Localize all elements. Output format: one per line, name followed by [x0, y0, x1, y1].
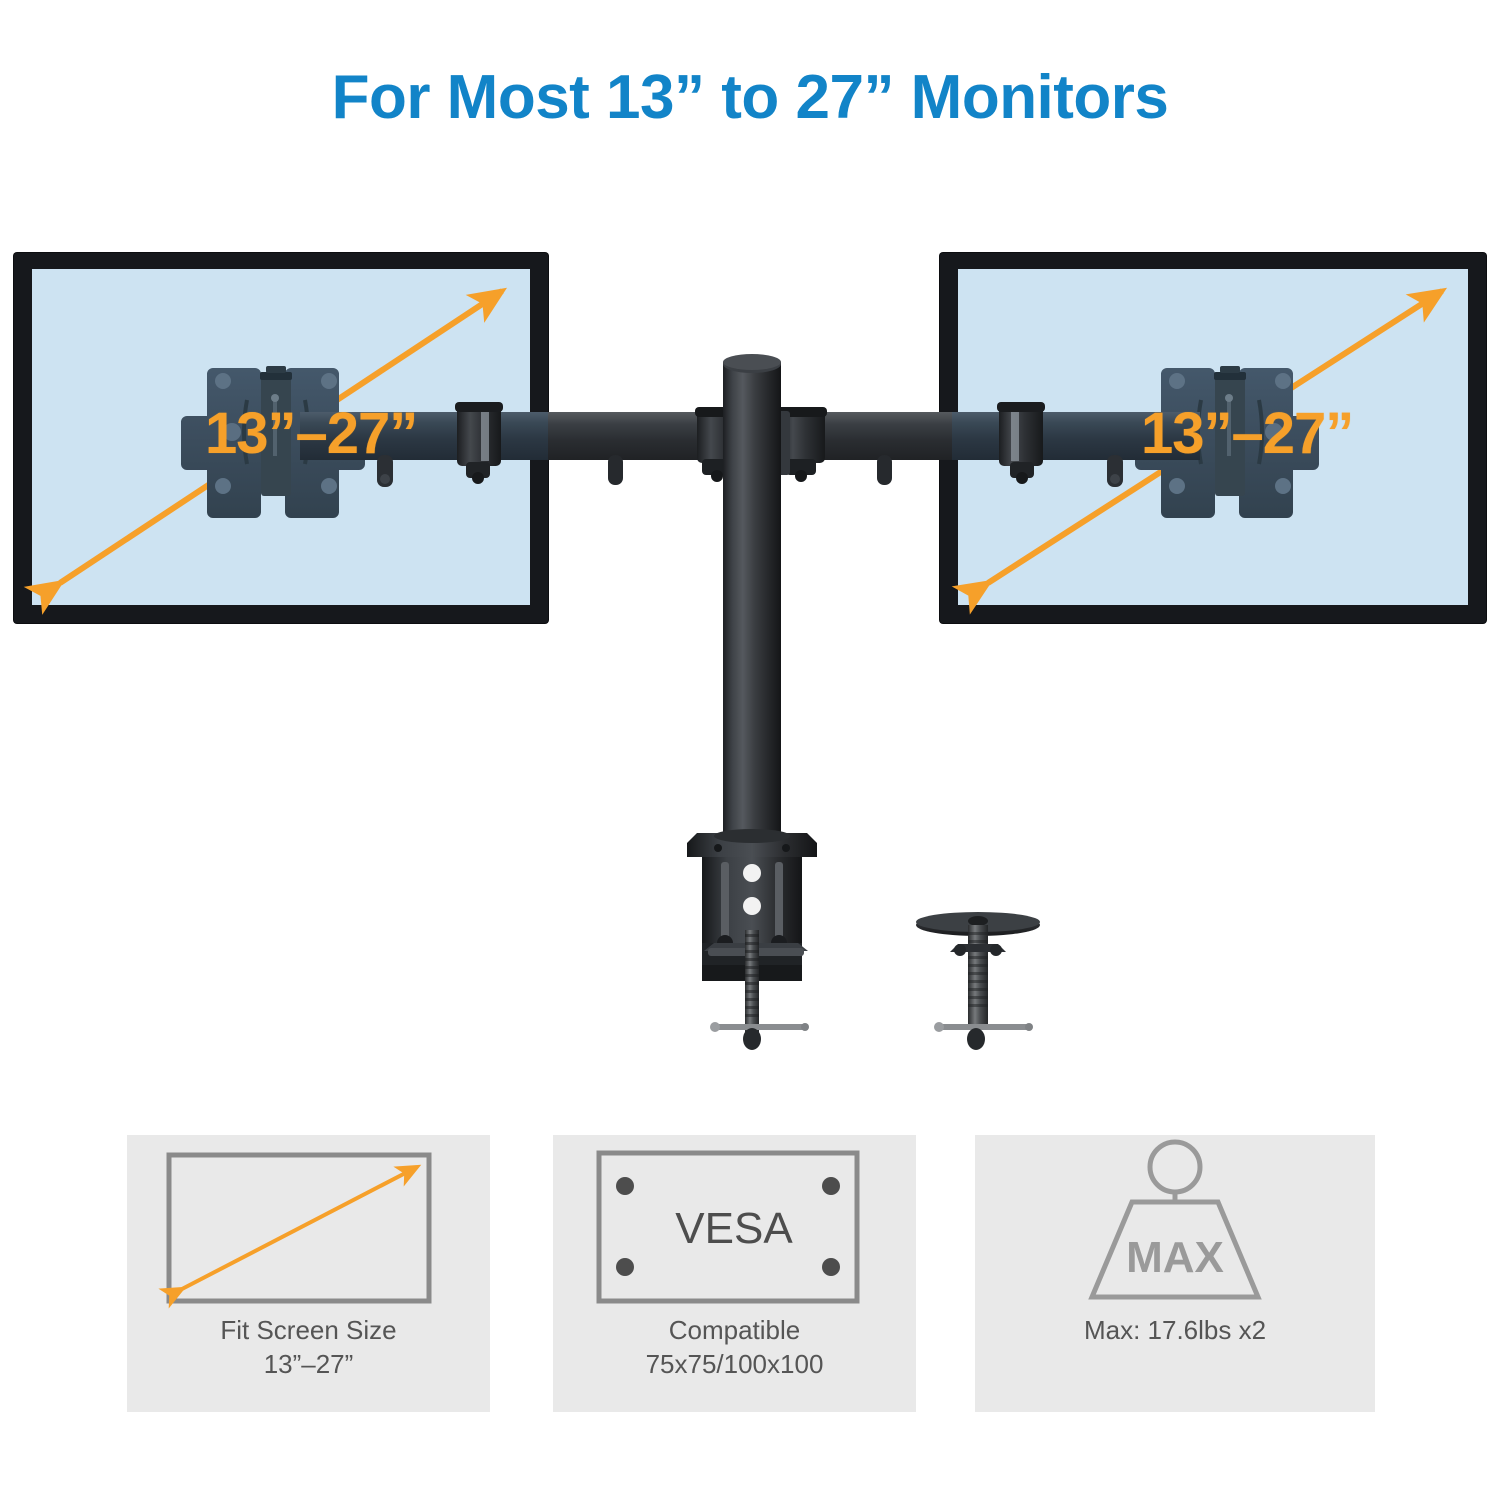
c-clamp-base: [687, 829, 817, 1050]
arm-slider-block-right: [997, 402, 1045, 484]
vesa-plate-icon: VESA: [596, 1150, 860, 1304]
vesa-plate-left: [181, 366, 365, 518]
grommet-base: [916, 912, 1040, 1050]
feature-1-caption-line2: 13”–27”: [263, 1349, 354, 1379]
crossbar-arm-right: [780, 402, 1200, 487]
weight-max-icon: MAX: [1088, 1139, 1262, 1300]
center-pole: [723, 354, 781, 842]
feature-2-caption: Compatible 75x75/100x100: [553, 1313, 916, 1381]
feature-1-caption: Fit Screen Size 13”–27”: [127, 1313, 490, 1381]
feature-max-weight: MAX Max: 17.6lbs x2: [975, 1135, 1375, 1412]
feature-fit-screen-size: Fit Screen Size 13”–27”: [127, 1135, 490, 1412]
screen-diagonal-icon: [158, 1152, 432, 1309]
crossbar-arm-left: [300, 402, 720, 487]
feature-3-caption: Max: 17.6lbs x2: [975, 1313, 1375, 1347]
feature-2-caption-line2: 75x75/100x100: [645, 1349, 824, 1379]
feature-vesa-compatible: VESA Compatible 75x75/100x100: [553, 1135, 916, 1412]
page-title: For Most 13” to 27” Monitors: [331, 63, 1169, 132]
vesa-icon-label: VESA: [675, 1204, 793, 1253]
max-icon-label: MAX: [1126, 1233, 1224, 1282]
arm-slider-block-left: [455, 402, 503, 484]
feature-1-caption-line1: Fit Screen Size: [220, 1315, 397, 1345]
feature-2-caption-line1: Compatible: [668, 1315, 801, 1345]
monitor-left-size-label: 13”–27”: [205, 401, 418, 466]
feature-3-caption-line1: Max: 17.6lbs x2: [1083, 1315, 1267, 1345]
monitor-right-size-label: 13”–27”: [1141, 401, 1354, 466]
